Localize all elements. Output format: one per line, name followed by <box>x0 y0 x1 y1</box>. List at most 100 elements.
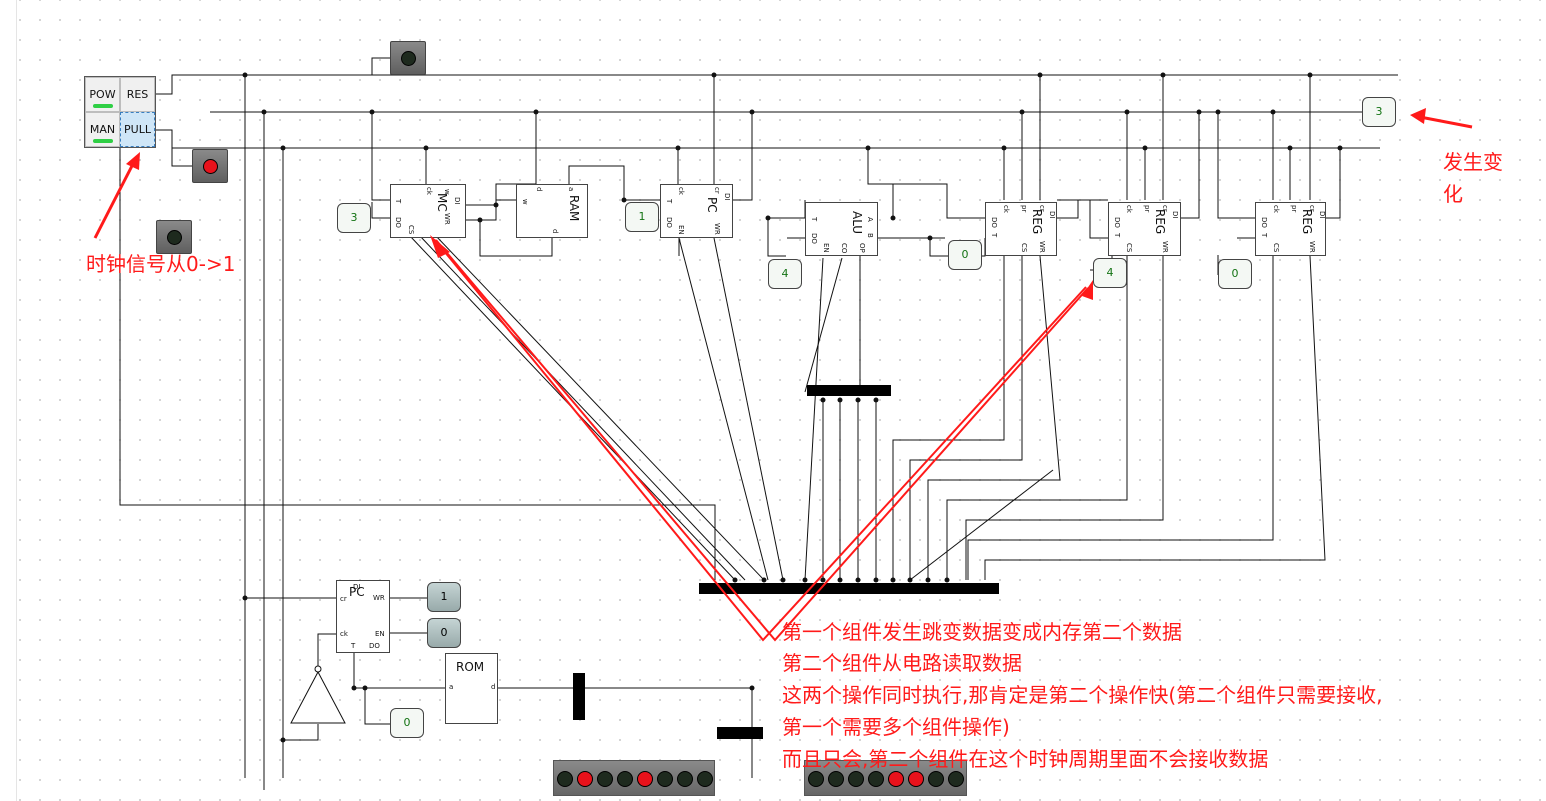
ram-title: RAM <box>567 195 581 222</box>
reg1-pin-ck: ck <box>1002 205 1010 213</box>
reg2-pin-pr: pr <box>1143 205 1151 213</box>
led-top[interactable] <box>390 41 426 75</box>
led-off-icon <box>868 771 884 787</box>
pull-label: PULL <box>124 123 151 136</box>
alu-pin-co: CO <box>840 243 848 254</box>
alu-pin-en: EN <box>822 243 830 253</box>
annotation-line-3: 这两个操作同时执行,那肯定是第二个操作快(第二个组件只需要接收, <box>782 683 1383 707</box>
reg2-pin-wr: WR <box>1161 241 1169 253</box>
display-top-right: 3 <box>1362 97 1396 127</box>
man-button[interactable]: MAN <box>85 112 120 147</box>
led-off-icon <box>657 771 673 787</box>
annotation-change-1: 发生变 <box>1443 150 1503 174</box>
led-left[interactable] <box>156 220 192 254</box>
mc-pin-do: DO <box>394 217 402 228</box>
main-bus[interactable] <box>699 583 999 594</box>
pcb-pin-t: T <box>351 642 356 650</box>
wire-left-loop <box>119 148 716 580</box>
led-off-icon <box>828 771 844 787</box>
mc-pin-t: T <box>394 199 402 204</box>
display-pc: 1 <box>625 202 659 232</box>
reg3-component[interactable]: REG ck DO T pr CS cr DI WR <box>1255 202 1326 256</box>
mc-pin-wr: WR <box>443 213 451 225</box>
rom-component[interactable]: ROM a d <box>445 653 498 724</box>
pc-bottom-component[interactable]: PC DI cr WR ck EN T DO <box>336 580 390 653</box>
reg3-pin-pr: pr <box>1290 205 1298 213</box>
led-clock[interactable] <box>192 149 228 183</box>
pc-pin-en: EN <box>677 225 685 235</box>
reg1-pin-di: DI <box>1048 211 1056 219</box>
alu-pin-a: A <box>866 217 874 222</box>
pc-pin-t: T <box>665 199 673 204</box>
led-on-icon <box>908 771 924 787</box>
rom-pin-d: d <box>491 683 496 691</box>
ram-component[interactable]: RAM d w a d <box>516 184 588 238</box>
pcb-pin-do: DO <box>369 642 380 650</box>
man-indicator <box>93 139 113 143</box>
mc-pin-w: w <box>443 189 451 195</box>
display-reg1: 0 <box>948 240 982 270</box>
led-off-icon <box>167 230 182 245</box>
alu-component[interactable]: ALU T DO EN CO A B OP <box>805 202 878 256</box>
pcb-pin-wr: WR <box>373 594 385 602</box>
wire-power-line <box>156 74 1398 95</box>
pc-top-component[interactable]: PC ck T DO EN cr DI WR <box>660 184 733 238</box>
display-reg3: 0 <box>1218 259 1252 289</box>
mc-pin-cs: CS <box>407 225 415 235</box>
led-row-right <box>804 760 967 796</box>
pull-button[interactable]: PULL <box>120 112 155 147</box>
reg1-pin-cs: CS <box>1020 243 1028 253</box>
led-off-icon <box>677 771 693 787</box>
reg2-title: REG <box>1153 209 1167 235</box>
rom-pin-a: a <box>449 683 454 691</box>
reg2-pin-do: DO <box>1113 217 1121 228</box>
led-on-icon <box>577 771 593 787</box>
pc-bottom-title: PC <box>349 585 365 599</box>
reg3-pin-di: DI <box>1318 211 1326 219</box>
annotation-line-5: 而且只会,第二个组件在这个时钟周期里面不会接收数据 <box>782 747 1269 771</box>
reg3-pin-wr: WR <box>1308 241 1316 253</box>
led-off-icon <box>848 771 864 787</box>
pc-pin-wr: WR <box>713 223 721 235</box>
res-label: RES <box>126 88 149 101</box>
pow-button[interactable]: POW <box>85 77 120 112</box>
reg2-pin-cr: cr <box>1161 205 1169 212</box>
vertical-splitter[interactable] <box>573 673 585 720</box>
pow-label: POW <box>89 88 116 101</box>
wire-clock-line <box>156 129 1380 149</box>
reg2-pin-cs: CS <box>1125 243 1133 253</box>
mc-component[interactable]: MC ck T DO CS DI w WR <box>390 184 466 238</box>
led-row-left <box>553 760 715 796</box>
alu-pin-t: T <box>810 217 818 222</box>
man-label: MAN <box>89 123 116 136</box>
led-off-icon <box>697 771 713 787</box>
pc-pin-do: DO <box>665 217 673 228</box>
ram-pin-d-out: d <box>551 229 559 234</box>
res-button[interactable]: RES <box>120 77 155 112</box>
led-off-icon <box>948 771 964 787</box>
reg2-component[interactable]: REG ck DO T pr CS cr DI WR <box>1108 202 1181 256</box>
reg1-component[interactable]: REG ck DO T pr CS cr DI WR <box>985 202 1057 256</box>
display-rom: 0 <box>390 708 424 738</box>
pcb-pin-di: DI <box>353 583 361 591</box>
display-reg2: 4 <box>1093 258 1127 288</box>
led-on-icon <box>888 771 904 787</box>
led-off-icon <box>597 771 613 787</box>
pc-pin-di: DI <box>723 193 731 201</box>
led-off-icon <box>928 771 944 787</box>
led-splitter[interactable] <box>717 727 763 739</box>
alu-pin-do: DO <box>810 233 818 244</box>
not-gate[interactable] <box>288 664 348 734</box>
reg1-pin-do: DO <box>990 217 998 228</box>
small-bus[interactable] <box>807 385 891 396</box>
display-pc-bottom-2: 0 <box>427 618 461 648</box>
mc-pin-di: DI <box>453 197 461 205</box>
display-alu: 4 <box>768 259 802 289</box>
reg3-pin-cs: CS <box>1272 243 1280 253</box>
reg3-title: REG <box>1300 209 1314 235</box>
reg1-pin-wr: WR <box>1038 241 1046 253</box>
reg2-pin-di: DI <box>1171 211 1179 219</box>
annotation-line-4: 第一个需要多个组件操作) <box>782 715 1010 739</box>
